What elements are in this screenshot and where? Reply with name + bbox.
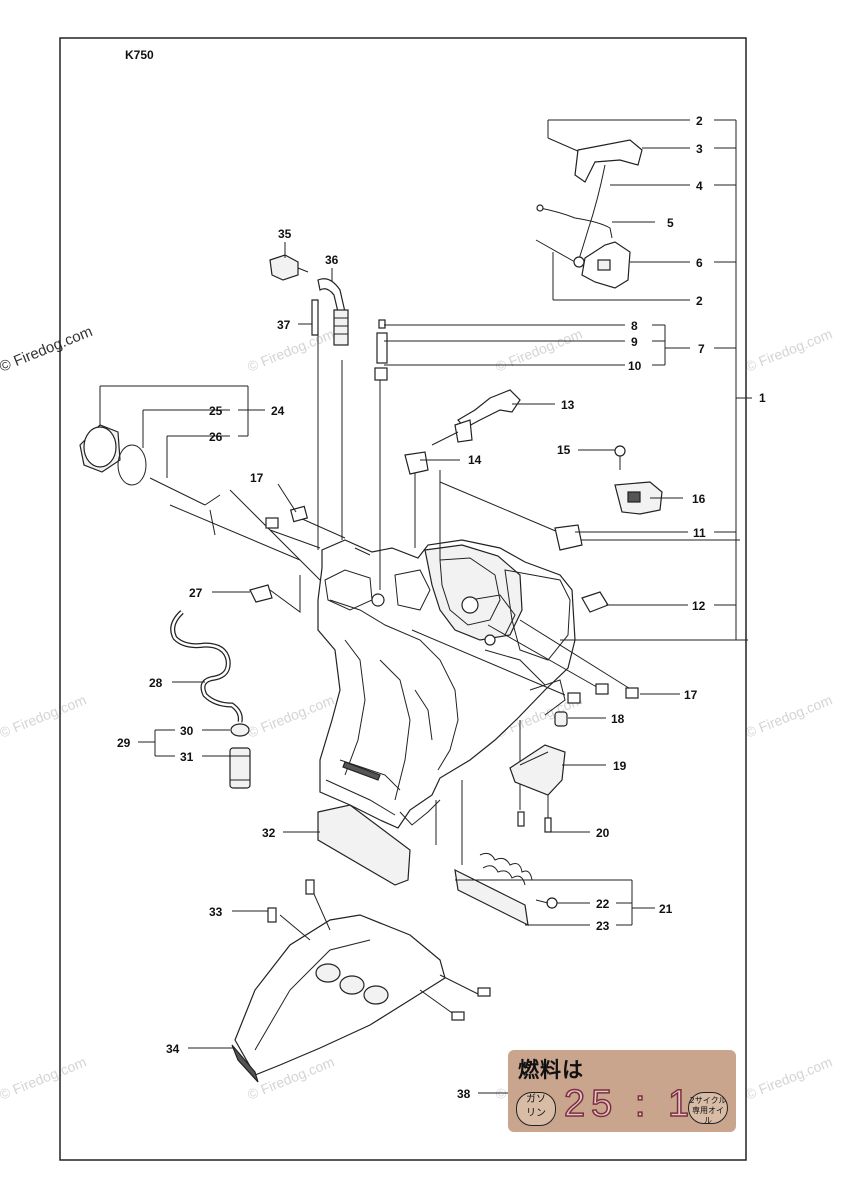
callout-24: 24 [271, 404, 285, 418]
callout-2: 2 [696, 114, 703, 128]
callout-1: 1 [759, 391, 766, 405]
callout-36: 36 [325, 253, 339, 267]
clip-11 [554, 524, 583, 551]
fuel-mix-sticker: 燃料は ガソ リン 25 : 1 2サイクル 専用オイル [508, 1050, 736, 1132]
foot-and-screws [509, 744, 566, 833]
screw-and-block [614, 445, 663, 515]
callout-17: 17 [250, 471, 264, 485]
callout-28: 28 [149, 676, 163, 690]
callout-5: 5 [667, 216, 674, 230]
callout-6: 6 [696, 256, 703, 270]
callout-19: 19 [613, 759, 627, 773]
callout-7: 7 [698, 342, 705, 356]
callout-13: 13 [561, 398, 575, 412]
callout-3: 3 [696, 142, 703, 156]
throttle-assembly [535, 137, 643, 300]
filter-cap [79, 424, 221, 536]
clip-12 [581, 591, 609, 613]
clip-27 [249, 584, 273, 603]
watermark-text: © Firedog.com [245, 325, 336, 374]
watermark-text: © Firedog.com [743, 691, 834, 740]
crankcase-housing [317, 539, 576, 829]
callout-11: 11 [693, 526, 706, 540]
callout-31: 31 [180, 750, 194, 764]
callout-29: 29 [117, 736, 131, 750]
callout-12: 12 [692, 599, 706, 613]
sticker-gasoline-badge: ガソ リン [516, 1092, 556, 1126]
skid-plate [231, 879, 491, 1083]
watermark-text: © Firedog.com [493, 325, 584, 374]
sticker-left-line: ガソ [526, 1094, 546, 1105]
leader-lines [99, 119, 752, 1094]
callout-37: 37 [277, 318, 291, 332]
callout-27: 27 [189, 586, 203, 600]
callout-4: 4 [696, 179, 703, 193]
model-label: K750 [125, 48, 154, 62]
callout-9: 9 [631, 335, 638, 349]
grommet [554, 711, 568, 727]
watermark-text: © Firedog.com [0, 1053, 88, 1102]
callout-8: 8 [631, 319, 638, 333]
callout-14: 14 [468, 453, 482, 467]
choke-parts [269, 254, 349, 346]
callout-23: 23 [596, 919, 610, 933]
pin-parts [374, 319, 388, 381]
clip-part [404, 451, 429, 475]
callout-20: 20 [596, 826, 610, 840]
watermark-text: © Firedog.com [743, 1053, 834, 1102]
watermark-text: © Firedog.com [0, 323, 95, 376]
callout-26: 26 [209, 430, 223, 444]
lever-part [431, 389, 521, 446]
callout-33: 33 [209, 905, 223, 919]
callout-2: 2 [696, 294, 703, 308]
callout-10: 10 [628, 359, 642, 373]
callout-38: 38 [457, 1087, 471, 1101]
assembly-lines [169, 300, 748, 865]
sticker-right-line: 専用オイル [692, 1106, 724, 1125]
spring-plate [454, 852, 558, 927]
watermark-text: © Firedog.com [245, 691, 336, 740]
fuel-hose-inner [171, 611, 242, 723]
diagram-frame [59, 37, 747, 1161]
callout-17: 17 [684, 688, 698, 702]
sticker-ratio: 25 : 1 [563, 1082, 696, 1126]
callout-21: 21 [659, 902, 673, 916]
callout-34: 34 [166, 1042, 180, 1056]
callout-35: 35 [278, 227, 292, 241]
sticker-right-line: 2サイクル [689, 1096, 727, 1105]
bottom-plate [317, 804, 411, 886]
callout-30: 30 [180, 724, 194, 738]
callout-25: 25 [209, 404, 223, 418]
callout-32: 32 [262, 826, 276, 840]
sticker-left-line: リン [526, 1108, 546, 1119]
watermark-text: © Firedog.com [0, 691, 88, 740]
fuel-filter [229, 723, 251, 789]
callout-18: 18 [611, 712, 625, 726]
watermark-text: © Firedog.com [743, 325, 834, 374]
sticker-title: 燃料は [518, 1058, 584, 1082]
callout-16: 16 [692, 492, 706, 506]
callout-22: 22 [596, 897, 610, 911]
sticker-oil-badge: 2サイクル 専用オイル [688, 1092, 728, 1125]
callout-numbers: 1 2 2 3 4 5 6 7 8 9 10 11 12 13 14 15 16… [117, 114, 766, 1101]
callout-15: 15 [557, 443, 571, 457]
